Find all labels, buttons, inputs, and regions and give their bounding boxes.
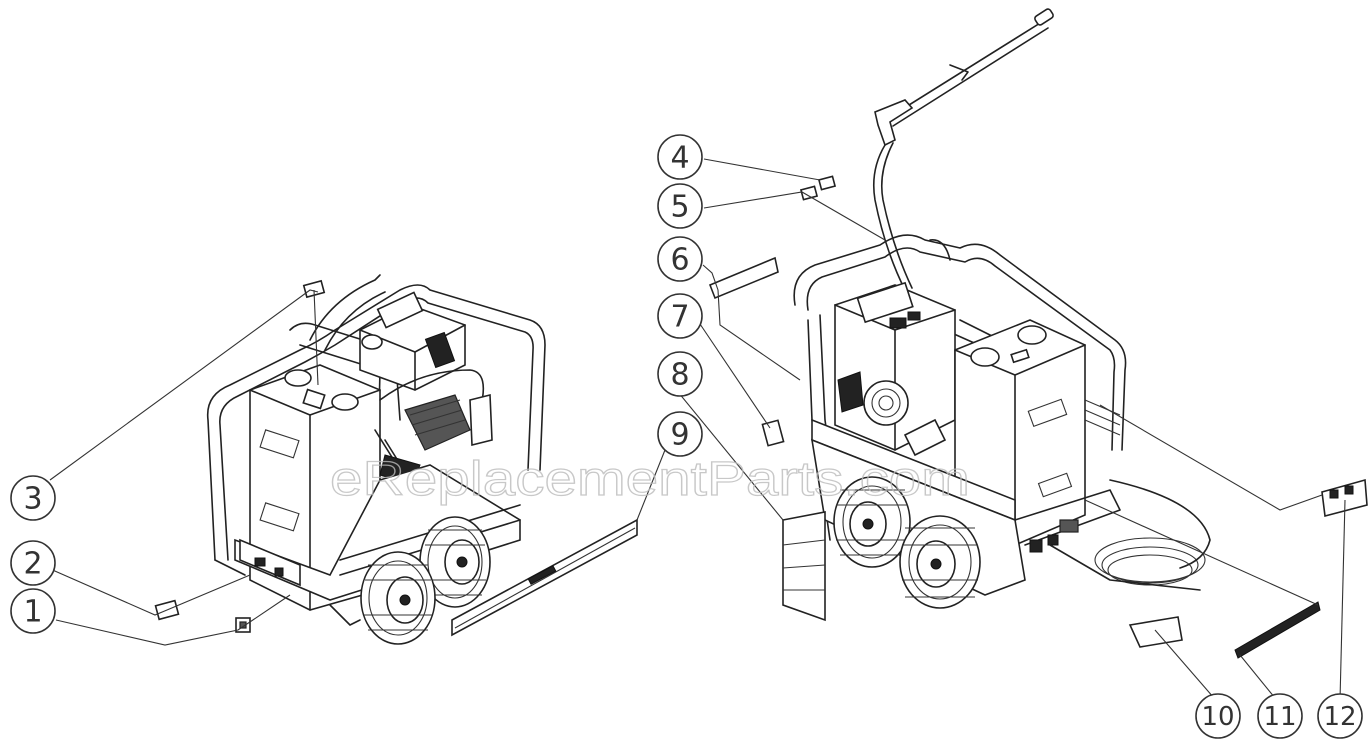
callout-label-7: 7 [670,300,689,335]
callout-7: 7 [657,293,703,339]
callout-label-5: 5 [670,190,689,225]
callout-4: 4 [657,134,703,180]
left-wheel-rear [419,516,491,608]
callout-12: 12 [1317,693,1363,739]
callout-label-10: 10 [1201,702,1234,732]
callout-2: 2 [10,540,56,586]
callout-5: 5 [657,183,703,229]
decal-6 [708,256,779,300]
decal-4 [817,175,837,191]
callout-3: 3 [10,475,56,521]
left-pressure-washer [206,274,638,645]
callout-label-3: 3 [23,482,42,517]
callout-label-1: 1 [23,595,42,630]
right-wheel-rear [833,476,911,568]
callout-11: 11 [1257,693,1303,739]
callout-1: 1 [10,588,56,634]
decal-10 [1128,616,1183,648]
callout-6: 6 [657,236,703,282]
watermark-text: eReplacementParts.com [330,453,970,506]
decal-5 [799,185,819,201]
callout-label-6: 6 [670,243,689,278]
decal-7 [761,419,785,447]
decal-parts [154,175,1368,659]
decal-12 [1321,478,1368,518]
callout-8: 8 [657,351,703,397]
callout-label-4: 4 [670,141,689,176]
callout-label-11: 11 [1263,702,1296,732]
callout-label-2: 2 [23,547,42,582]
callout-label-9: 9 [670,418,689,453]
left-wheel-front [360,551,436,645]
right-pressure-washer [782,8,1211,622]
callout-9: 9 [657,411,703,457]
decal-3 [302,279,326,299]
decal-11 [1234,601,1321,659]
callout-10: 10 [1195,693,1241,739]
right-wheel-front [899,515,981,609]
callout-label-8: 8 [670,358,689,393]
callout-label-12: 12 [1323,702,1356,732]
